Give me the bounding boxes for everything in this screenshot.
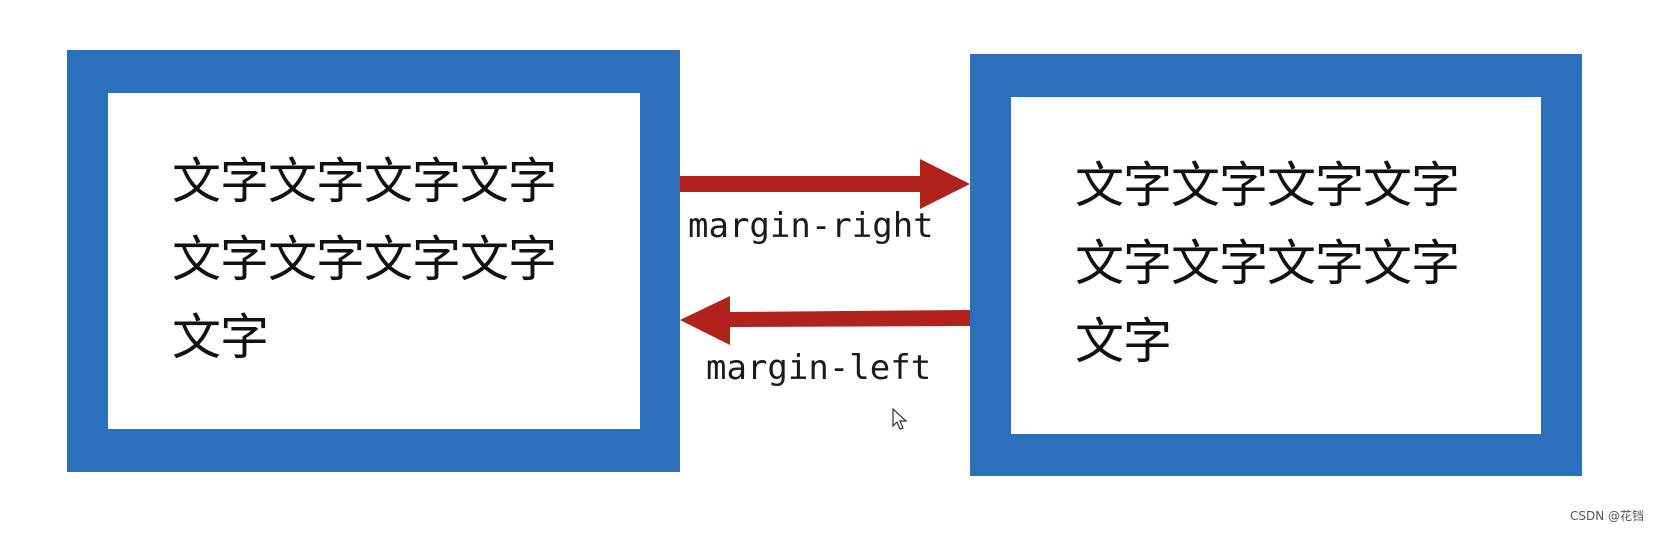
margin-right-arrow: [680, 159, 970, 209]
left-box: 文字文字文字文字 文字文字文字文字 文字: [67, 50, 680, 472]
text-line: 文字文字文字文字: [1075, 157, 1460, 214]
watermark: CSDN @花铛: [1569, 509, 1644, 523]
left-box-text: 文字文字文字文字 文字文字文字文字 文字: [172, 143, 592, 377]
mouse-pointer-icon: [892, 408, 908, 430]
text-line: 文字文字文字文字: [1075, 235, 1460, 292]
text-line: 文字文字文字文字: [172, 231, 557, 288]
text-line: 文字: [1075, 313, 1172, 370]
text-line: 文字文字文字文字: [172, 153, 557, 210]
margin-left-label: margin-left: [706, 348, 932, 388]
text-line: 文字: [172, 309, 269, 366]
right-box: 文字文字文字文字 文字文字文字文字 文字: [970, 54, 1582, 476]
margin-right-label: margin-right: [688, 206, 934, 246]
right-box-text: 文字文字文字文字 文字文字文字文字 文字: [1075, 147, 1495, 381]
margin-left-arrow: [680, 296, 970, 345]
